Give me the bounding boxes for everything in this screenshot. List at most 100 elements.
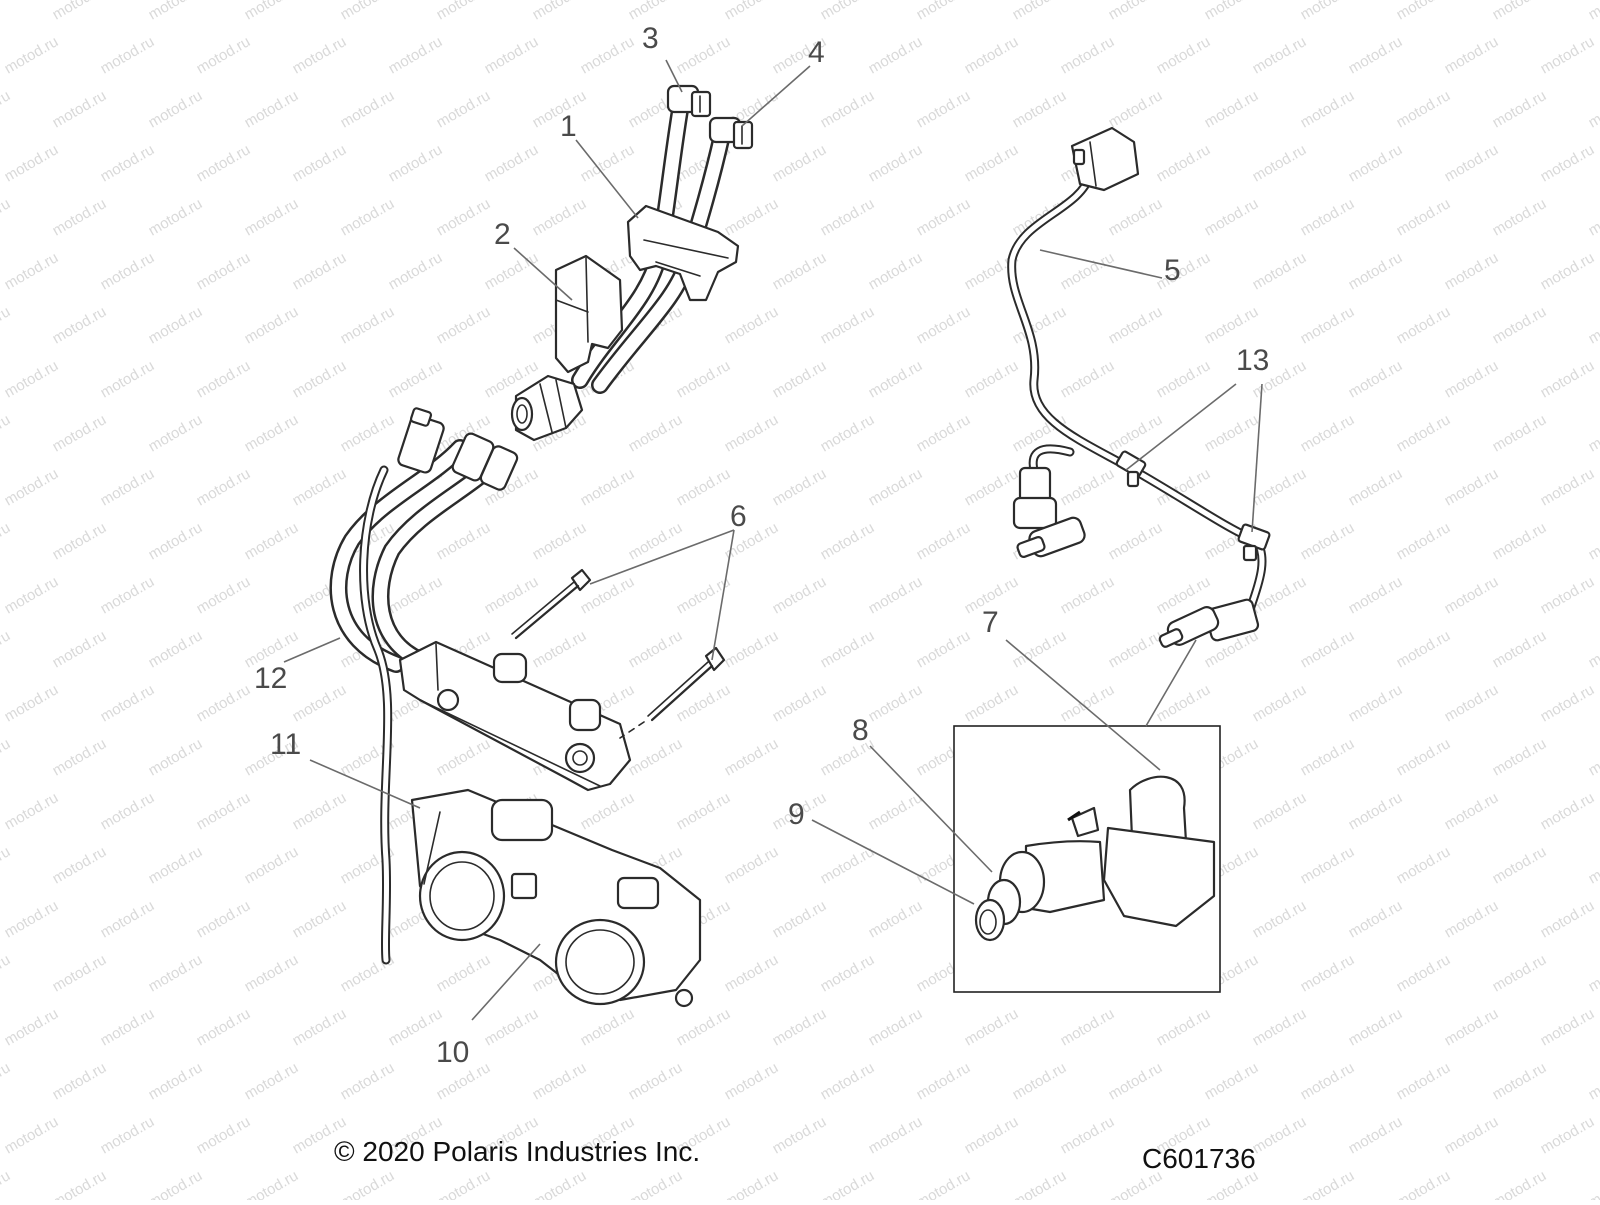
- watermark-text: motod.ru: [146, 1059, 206, 1103]
- watermark-text: motod.ru: [1586, 1059, 1600, 1103]
- watermark-text: motod.ru: [0, 951, 13, 995]
- watermark-text: motod.ru: [1058, 573, 1118, 617]
- watermark-text: motod.ru: [1490, 843, 1550, 887]
- watermark-text: motod.ru: [770, 1113, 830, 1157]
- watermark-text: motod.ru: [194, 1113, 254, 1157]
- watermark-text: motod.ru: [242, 303, 302, 347]
- watermark-text: motod.ru: [1106, 1059, 1166, 1103]
- watermark-text: motod.ru: [146, 1167, 206, 1200]
- harness-top-connector: [1072, 128, 1138, 190]
- watermark-text: motod.ru: [1202, 195, 1262, 239]
- watermark-text: motod.ru: [818, 1059, 878, 1103]
- watermark-text: motod.ru: [2, 681, 62, 725]
- watermark-text: motod.ru: [146, 195, 206, 239]
- watermark-text: motod.ru: [818, 951, 878, 995]
- watermark-text: motod.ru: [242, 843, 302, 887]
- watermark-text: motod.ru: [242, 1059, 302, 1103]
- watermark-text: motod.ru: [866, 249, 926, 293]
- watermark-text: motod.ru: [194, 141, 254, 185]
- watermark-text: motod.ru: [1250, 897, 1310, 941]
- watermark-text: motod.ru: [1298, 0, 1358, 23]
- watermark-text: motod.ru: [722, 627, 782, 671]
- callout-10: 10: [436, 1036, 469, 1069]
- watermark-text: motod.ru: [1058, 681, 1118, 725]
- watermark-text: motod.ru: [1106, 303, 1166, 347]
- fitting-3: [668, 86, 710, 116]
- watermark-text: motod.ru: [386, 141, 446, 185]
- watermark-text: motod.ru: [1442, 789, 1502, 833]
- watermark-text: motod.ru: [2, 573, 62, 617]
- watermark-text: motod.ru: [338, 411, 398, 455]
- watermark-text: motod.ru: [914, 303, 974, 347]
- watermark-text: motod.ru: [770, 141, 830, 185]
- watermark-text: motod.ru: [1106, 87, 1166, 131]
- watermark-text: motod.ru: [386, 33, 446, 77]
- watermark-text: motod.ru: [1154, 33, 1214, 77]
- watermark-text: motod.ru: [1490, 1167, 1550, 1200]
- watermark-text: motod.ru: [1490, 519, 1550, 563]
- watermark-text: motod.ru: [194, 1005, 254, 1049]
- watermark-text: motod.ru: [0, 843, 13, 887]
- watermark-text: motod.ru: [674, 465, 734, 509]
- callout-12: 12: [254, 662, 287, 695]
- watermark-text: motod.ru: [1010, 195, 1070, 239]
- watermark-text: motod.ru: [434, 519, 494, 563]
- watermark-text: motod.ru: [1298, 87, 1358, 131]
- watermark-text: motod.ru: [1298, 951, 1358, 995]
- watermark-text: motod.ru: [98, 681, 158, 725]
- watermark-text: motod.ru: [1346, 141, 1406, 185]
- watermark-text: motod.ru: [1538, 573, 1598, 617]
- watermark-text: motod.ru: [242, 0, 302, 23]
- watermark-text: motod.ru: [1394, 627, 1454, 671]
- watermark-text: motod.ru: [1058, 1005, 1118, 1049]
- watermark-text: motod.ru: [818, 195, 878, 239]
- watermark-text: motod.ru: [578, 1005, 638, 1049]
- watermark-text: motod.ru: [1394, 87, 1454, 131]
- watermark-text: motod.ru: [1394, 519, 1454, 563]
- watermark-text: motod.ru: [1538, 465, 1598, 509]
- watermark-text: motod.ru: [2, 1113, 62, 1157]
- watermark-text: motod.ru: [2, 897, 62, 941]
- watermark-text: motod.ru: [98, 141, 158, 185]
- watermark-text: motod.ru: [338, 195, 398, 239]
- watermark-text: motod.ru: [1154, 1005, 1214, 1049]
- watermark-text: motod.ru: [1010, 1167, 1070, 1200]
- watermark-text: motod.ru: [914, 0, 974, 23]
- watermark-text: motod.ru: [338, 87, 398, 131]
- watermark-text: motod.ru: [626, 627, 686, 671]
- watermark-text: motod.ru: [914, 1167, 974, 1200]
- watermark-text: motod.ru: [98, 33, 158, 77]
- watermark-text: motod.ru: [482, 141, 542, 185]
- watermark-text: motod.ru: [1154, 681, 1214, 725]
- watermark-text: motod.ru: [1442, 249, 1502, 293]
- diagram-code: C601736: [1142, 1143, 1256, 1174]
- watermark-text: motod.ru: [866, 357, 926, 401]
- watermark-text: motod.ru: [242, 87, 302, 131]
- watermark-text: motod.ru: [818, 87, 878, 131]
- watermark-text: motod.ru: [242, 195, 302, 239]
- watermark-text: motod.ru: [434, 0, 494, 23]
- watermark-text: motod.ru: [338, 0, 398, 23]
- watermark-text: motod.ru: [194, 681, 254, 725]
- watermark-text: motod.ru: [1586, 951, 1600, 995]
- callout-5: 5: [1164, 254, 1181, 287]
- watermark-text: motod.ru: [434, 1167, 494, 1200]
- watermark-text: motod.ru: [770, 573, 830, 617]
- watermark-text: motod.ru: [674, 1005, 734, 1049]
- watermark-text: motod.ru: [722, 0, 782, 23]
- watermark-text: motod.ru: [146, 843, 206, 887]
- watermark-text: motod.ru: [866, 141, 926, 185]
- watermark-text: motod.ru: [290, 33, 350, 77]
- watermark-text: motod.ru: [0, 1167, 13, 1200]
- watermark-text: motod.ru: [1442, 681, 1502, 725]
- watermark-text: motod.ru: [1442, 33, 1502, 77]
- watermark-text: motod.ru: [1586, 735, 1600, 779]
- watermark-text: motod.ru: [50, 195, 110, 239]
- watermark-text: motod.ru: [1346, 357, 1406, 401]
- watermark-text: motod.ru: [1250, 681, 1310, 725]
- watermark-text: motod.ru: [1106, 519, 1166, 563]
- watermark-text: motod.ru: [1202, 87, 1262, 131]
- watermark-text: motod.ru: [194, 465, 254, 509]
